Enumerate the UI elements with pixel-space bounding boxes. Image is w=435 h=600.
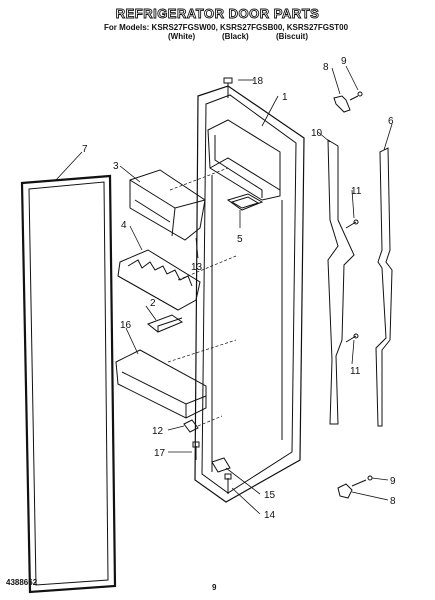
callout-11-lower: 11: [350, 366, 361, 377]
model-list: For Models: KSRS27FGSW00, KSRS27FGSB00, …: [104, 23, 349, 32]
top-hinge: [333, 91, 363, 113]
callout-13: 13: [191, 262, 203, 273]
document-number: 4388662: [6, 578, 38, 587]
callout-14: 14: [264, 510, 276, 521]
callout-8-bottom: 8: [390, 496, 396, 507]
callout-labels: 1 2 3 4 5 6 7 8 9 10 11 11 12 13 14 15 1…: [82, 56, 396, 521]
callout-12: 12: [152, 426, 164, 437]
dairy-cover: [226, 193, 264, 211]
callout-4: 4: [121, 220, 127, 231]
variant-white: (White): [168, 32, 196, 41]
callout-10: 10: [311, 128, 323, 139]
variant-biscuit: (Biscuit): [276, 32, 308, 41]
callout-7: 7: [82, 144, 88, 155]
callout-11-upper: 11: [351, 186, 362, 197]
top-screw: [223, 77, 233, 98]
upper-door-bin: [129, 169, 206, 241]
screws: [345, 219, 359, 343]
door-liner: [194, 85, 305, 503]
shelf-retainer: [147, 314, 184, 333]
callout-15: 15: [264, 490, 276, 501]
callout-3: 3: [113, 161, 119, 172]
bottom-hardware: [183, 419, 232, 494]
door-stop: [327, 139, 355, 425]
variant-black: (Black): [222, 32, 249, 41]
callout-9-bottom: 9: [390, 476, 396, 487]
callout-5: 5: [237, 234, 243, 245]
callout-18: 18: [252, 76, 264, 87]
callout-17: 17: [154, 448, 166, 459]
page-number: 9: [212, 583, 217, 592]
callout-16: 16: [120, 320, 132, 331]
egg-tray: [117, 249, 201, 311]
dashed-guides: [167, 167, 237, 427]
bottom-hinge: [337, 475, 373, 499]
door-gasket: [20, 174, 117, 594]
callout-9-top: 9: [341, 56, 347, 67]
callout-6: 6: [388, 116, 394, 127]
callout-8-top: 8: [323, 62, 329, 73]
leader-lines: [55, 65, 393, 515]
breaker-strip: [375, 147, 393, 427]
callout-2: 2: [150, 298, 156, 309]
lower-door-bin: [115, 349, 207, 419]
page-title: REFRIGERATOR DOOR PARTS: [115, 6, 320, 22]
callout-1: 1: [282, 92, 288, 103]
